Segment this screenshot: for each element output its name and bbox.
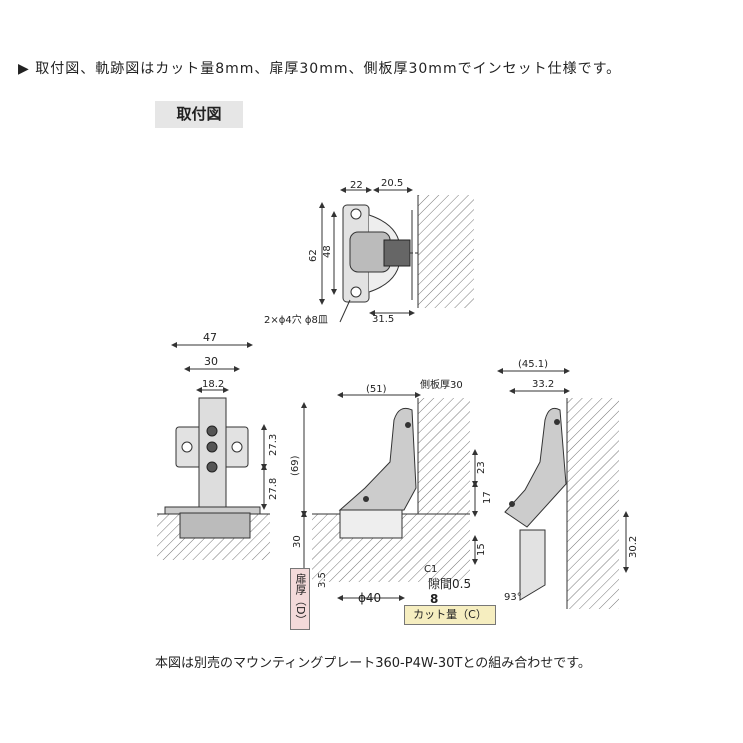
right-door-panel [567,514,619,609]
left-arm [198,397,227,508]
dim-30-door: 30 [292,535,303,548]
dim-47: 47 [203,331,217,344]
cut-amount-tag: カット量（C） [404,605,496,625]
section-title: 取付図 [155,101,243,128]
mid-side-panel [418,398,470,514]
dim-30-2: 30.2 [628,536,639,558]
dim-17: 17 [482,491,493,504]
left-view: 47 30 18.2 27.3 27.8 [157,331,279,560]
dim-20-5: 20.5 [381,178,403,189]
dim-27-8: 27.8 [268,478,279,500]
holes-callout: 2×ϕ4穴 ϕ8皿 [264,313,328,326]
angle-93: 93° [504,592,522,603]
phi40-label: ϕ40 [358,591,381,605]
dim-30: 30 [204,355,218,368]
header-note: ▶ 取付図、軌跡図はカット量8mm、扉厚30mm、側板厚30mmでインセット仕様… [18,61,622,77]
dim-27-3: 27.3 [268,434,279,456]
dim-62: 62 [308,249,319,262]
dim-45-1: (45.1) [518,359,548,370]
gap-label: 隙間0.5 [428,577,471,591]
door-thickness-tag: 扉厚（D） [290,568,310,630]
right-hinge-arm [504,407,567,528]
dim-22: 22 [350,180,363,191]
dim-15: 15 [476,543,487,556]
dim-48: 48 [322,245,333,258]
footer-note: 本図は別売のマウンティングプレート360-P4W-30Tとの組み合わせです。 [155,656,591,671]
dim-3-5: 3.5 [317,572,328,588]
dim-51: (51) [366,384,387,395]
middle-view: (51) 側板厚30 (69) 23 17 30 15 3.5 C1 隙間0.5… [290,378,493,606]
mid-hinge-arm [338,407,417,511]
right-side-panel [567,398,619,514]
dim-31-5: 31.5 [372,314,394,325]
right-view: (45.1) 33.2 30.2 93° [497,359,639,609]
dim-18-2: 18.2 [202,379,224,390]
mid-hinge-cup [339,509,403,539]
c1-label: C1 [424,564,437,575]
dim-23: 23 [476,461,487,474]
side-thickness-label: 側板厚30 [420,378,463,391]
top-hatched-panel [418,195,474,308]
dim-33-2: 33.2 [532,379,554,390]
dim-8: 8 [430,592,438,606]
right-open-door [519,529,546,601]
top-view: 22 20.5 62 48 31.5 2×ϕ4穴 ϕ8皿 [264,178,474,326]
dim-69: (69) [290,455,301,476]
